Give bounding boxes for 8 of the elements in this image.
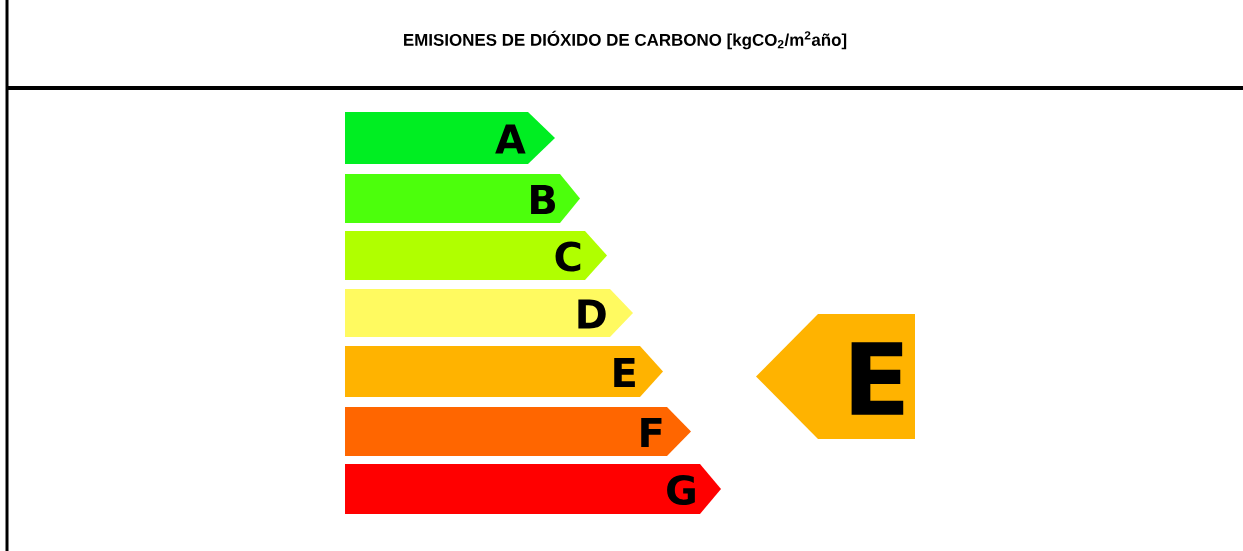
rating-bar: G <box>345 464 721 514</box>
rating-bar: C <box>345 231 607 280</box>
rating-bar: F <box>345 407 691 456</box>
rating-bar: B <box>345 174 580 223</box>
rating-bar: D <box>345 289 633 337</box>
rating-bar: E <box>345 346 663 397</box>
title: EMISIONES DE DIÓXIDO DE CARBONO [kgCO$_{2}$/m$^{2}$año] <box>404 30 847 50</box>
rating-bar: A <box>345 112 555 164</box>
